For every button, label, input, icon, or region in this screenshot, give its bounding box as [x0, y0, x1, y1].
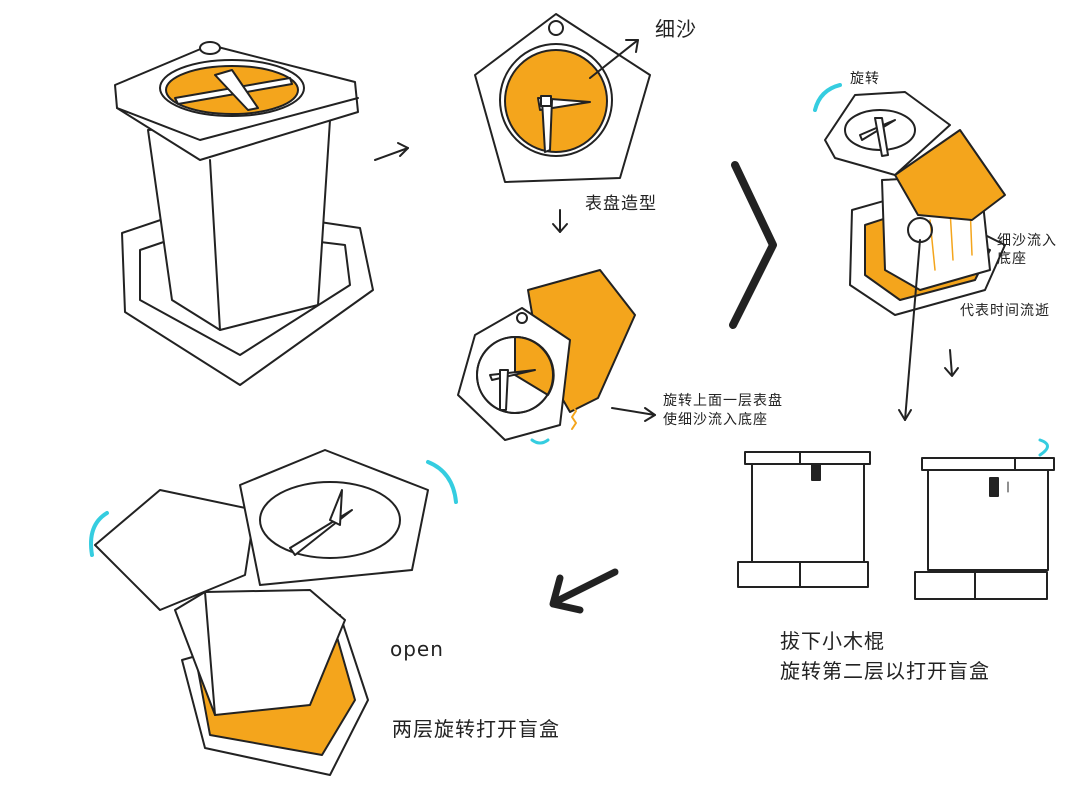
- label-pull-stick-2: 旋转第二层以打开盲盒: [780, 659, 990, 683]
- open-box-sketch: [89, 449, 458, 776]
- label-rotate-top-1: 旋转上面一层表盘: [663, 393, 783, 409]
- big-arrow-icon: [549, 568, 619, 614]
- front-view-sketches: [737, 438, 1055, 600]
- chevron-icon: [729, 161, 777, 329]
- closed-box-sketch: [114, 41, 409, 386]
- label-fine-sand: 细沙: [655, 17, 697, 41]
- dial-sketch: [474, 13, 651, 233]
- label-open: open: [390, 637, 444, 661]
- label-sand-flows-2: 底座: [997, 251, 1027, 267]
- label-dial-shape: 表盘造型: [585, 194, 657, 214]
- label-time-passing: 代表时间流逝: [960, 303, 1050, 319]
- label-sand-flows-1: 细沙流入: [997, 233, 1057, 249]
- label-pull-stick-1: 拔下小木棍: [780, 629, 885, 653]
- label-rotate-top-2: 使细沙流入底座: [663, 412, 768, 428]
- hourglass-tower-sketch: [813, 83, 1006, 421]
- label-two-layer-open: 两层旋转打开盲盒: [392, 717, 560, 741]
- rotating-dial-sketch: [457, 269, 656, 445]
- label-rotate: 旋转: [850, 71, 880, 87]
